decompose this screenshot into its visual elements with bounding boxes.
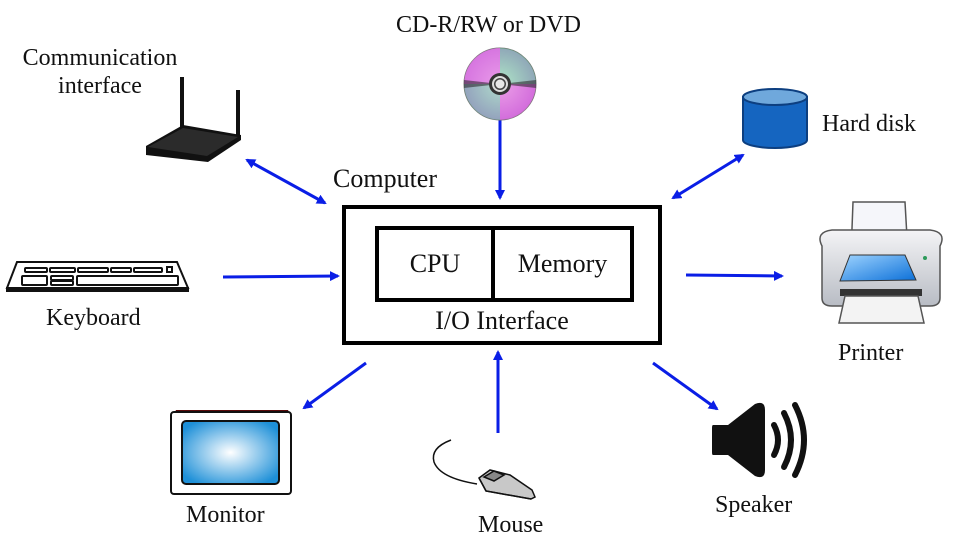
- communication-label: Communication interface: [10, 45, 190, 99]
- disc-icon: [463, 47, 537, 121]
- speaker-label: Speaker: [715, 492, 793, 518]
- router-icon: [146, 77, 241, 162]
- arrow-keyboard: [222, 271, 340, 282]
- cd-label: CD-R/RW or DVD: [396, 12, 581, 38]
- harddisk-label: Hard disk: [822, 111, 916, 137]
- arrow-harddisk: [671, 153, 745, 200]
- arrows: [222, 120, 784, 433]
- cpu-cell: CPU: [379, 230, 495, 298]
- mouse-label: Mouse: [478, 512, 544, 538]
- keyboard-icon: [5, 261, 190, 292]
- speaker-icon: [712, 402, 807, 478]
- monitor-icon: [170, 410, 292, 495]
- keyboard-label: Keyboard: [46, 305, 141, 331]
- memory-cell: Memory: [517, 249, 608, 278]
- io-interface-label: I/O Interface: [435, 306, 569, 335]
- arrow-monitor: [302, 361, 367, 410]
- hard-disk-icon: [742, 88, 808, 149]
- monitor-label: Monitor: [186, 502, 265, 528]
- mouse-icon: [432, 439, 536, 500]
- computer-box: CPU Memory I/O Interface: [342, 205, 662, 345]
- arrow-printer: [685, 270, 784, 281]
- arrow-communication: [245, 158, 327, 205]
- arrow-speaker: [652, 361, 719, 411]
- printer-icon: [819, 201, 943, 324]
- printer-label: Printer: [838, 340, 904, 366]
- computer-label: Computer: [333, 164, 437, 193]
- communication-label-line2: interface: [58, 73, 142, 99]
- communication-label-line1: Communication: [22, 45, 178, 71]
- cpu-memory-box: CPU Memory: [375, 226, 634, 302]
